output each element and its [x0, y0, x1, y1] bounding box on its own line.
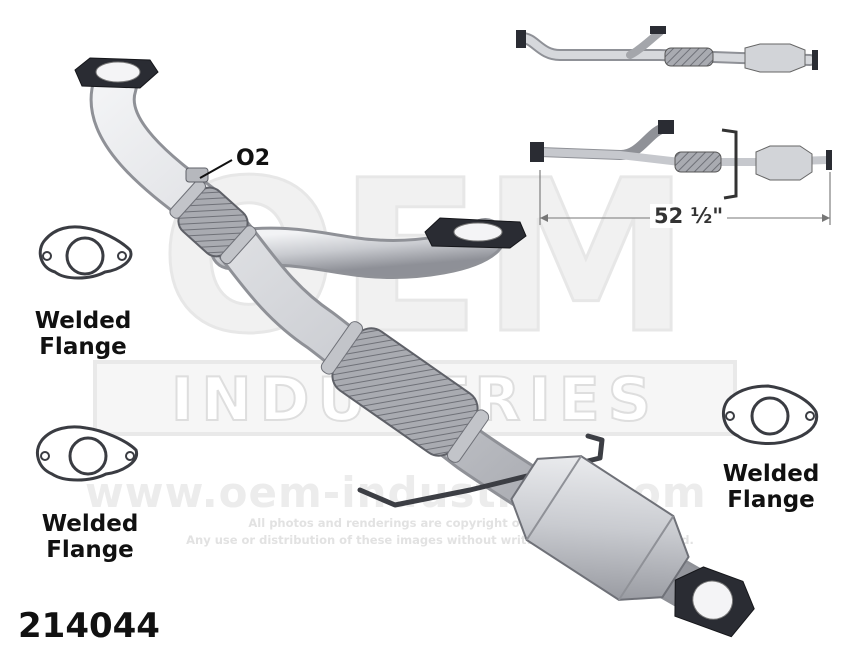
side-view-thumbnail — [530, 120, 832, 225]
welded-flange-label-line2: Flange — [727, 487, 815, 514]
welded-flange-label-line1: Welded — [41, 511, 139, 537]
catalytic-converter — [510, 455, 690, 601]
gasket-icon-right — [721, 384, 819, 445]
part-number: 214044 — [18, 606, 160, 646]
welded-flange-label-line1: Welded — [722, 461, 820, 487]
welded-flange-label-line2: Flange — [46, 537, 134, 564]
welded-flange-label-right: Welded Flange — [715, 461, 827, 514]
inlet-flange-right — [424, 217, 527, 249]
welded-flange-label-line2: Flange — [39, 334, 127, 361]
o2-leader-line — [199, 159, 233, 179]
o2-sensor-label: O2 — [236, 146, 271, 171]
top-view-thumbnail — [516, 26, 818, 73]
y-branch-pipe — [213, 221, 502, 276]
outlet-flange — [674, 566, 755, 638]
welded-flange-label-line1: Welded — [34, 308, 132, 334]
inlet-flange-top — [74, 57, 159, 89]
upper-flex-section — [169, 179, 257, 265]
gasket-icon-left-lower — [36, 425, 139, 482]
welded-flange-label-left-lower: Welded Flange — [35, 511, 145, 564]
o2-sensor-boss — [185, 167, 209, 183]
dimension-label: 52 ½" — [650, 204, 728, 228]
welded-flange-label-left-upper: Welded Flange — [28, 308, 138, 361]
gasket-icon-left-upper — [38, 225, 133, 280]
lower-flex-section — [320, 321, 490, 463]
